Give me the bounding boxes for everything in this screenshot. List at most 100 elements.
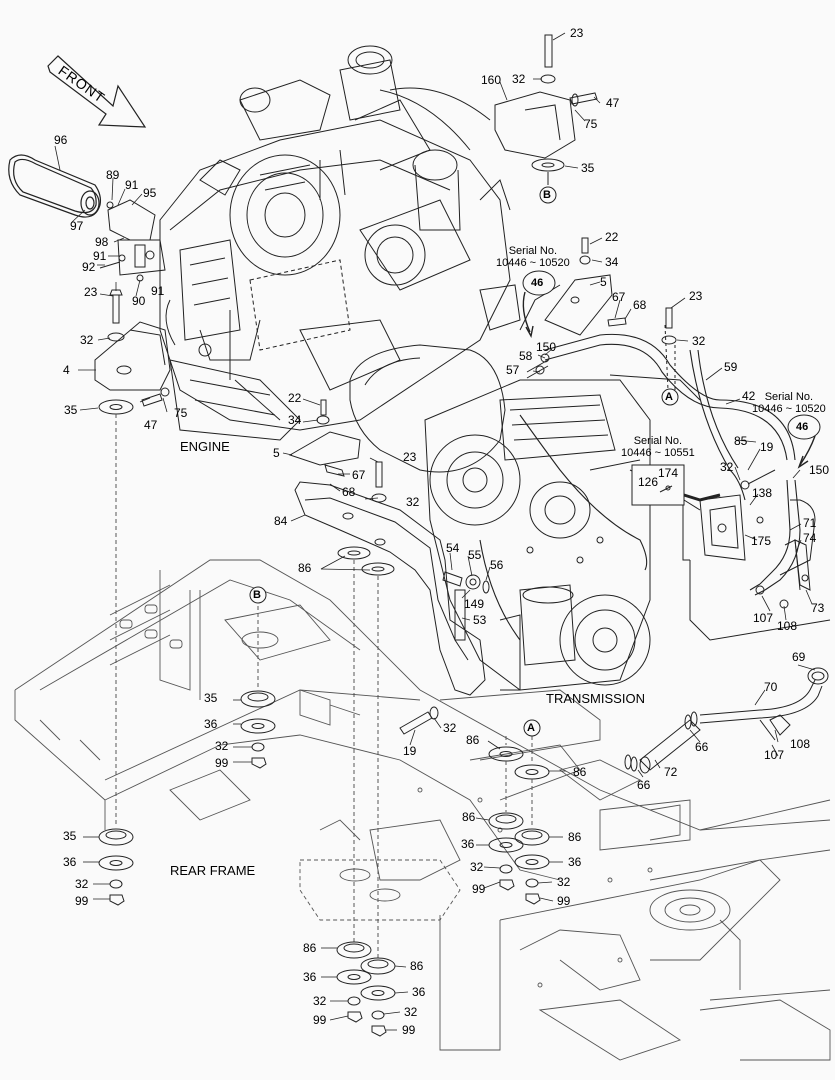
part-number: 107 bbox=[764, 748, 785, 762]
serial-note-middle: Serial No. 10446 ~ 10551 bbox=[621, 435, 695, 459]
callout-B-top: B bbox=[543, 189, 551, 201]
part-number: 86 bbox=[298, 561, 312, 575]
part-number: 22 bbox=[288, 391, 302, 405]
part-number: 57 bbox=[506, 363, 520, 377]
part-number: 99 bbox=[215, 756, 229, 770]
callout-A-frame: A bbox=[527, 722, 535, 734]
pipe-assembly-70-72 bbox=[624, 667, 829, 774]
part-number: 32 bbox=[75, 877, 89, 891]
callout-46-top: 46 bbox=[531, 277, 544, 289]
leader-lines bbox=[54, 32, 816, 1031]
part-number: 23 bbox=[570, 26, 584, 40]
part-number: 47 bbox=[606, 96, 620, 110]
part-number: 34 bbox=[288, 413, 302, 427]
part-number: 160 bbox=[481, 73, 502, 87]
belt-and-pulley bbox=[8, 154, 102, 218]
part-number: 32 bbox=[215, 739, 229, 753]
part-number: 32 bbox=[720, 460, 734, 474]
part-number: 99 bbox=[472, 882, 486, 896]
front-arrow bbox=[47, 55, 147, 128]
part-number: 32 bbox=[692, 334, 706, 348]
part-number: 47 bbox=[144, 418, 158, 432]
part-number: 70 bbox=[764, 680, 778, 694]
part-number: 69 bbox=[792, 650, 806, 664]
transmission-assembly bbox=[424, 379, 651, 691]
part-number: 108 bbox=[790, 737, 811, 751]
part-number: 36 bbox=[303, 970, 317, 984]
serial-note-right-line2: 10446 ~ 10520 bbox=[752, 403, 826, 415]
serial-note-top: Serial No. 10446 ~ 10520 bbox=[496, 245, 570, 269]
detail-box-126-174 bbox=[631, 464, 721, 511]
mount-stack-A bbox=[488, 736, 550, 905]
part-number: 36 bbox=[63, 855, 77, 869]
part-number: 32 bbox=[404, 1005, 418, 1019]
part-number: 99 bbox=[75, 894, 89, 908]
part-number: 35 bbox=[204, 691, 218, 705]
part-number: 99 bbox=[402, 1023, 416, 1037]
serial-note-right: Serial No. 10446 ~ 10520 bbox=[752, 391, 826, 415]
part-number: 99 bbox=[557, 894, 571, 908]
part-number: 90 bbox=[132, 294, 146, 308]
mount-bracket-5 bbox=[544, 237, 677, 345]
callout-B-frame: B bbox=[253, 589, 261, 601]
part-number: 19 bbox=[403, 744, 417, 758]
part-number: 23 bbox=[403, 450, 417, 464]
part-number: 32 bbox=[80, 333, 94, 347]
callout-A-hose: A bbox=[665, 391, 673, 403]
part-number: 36 bbox=[412, 985, 426, 999]
part-number: 23 bbox=[689, 289, 703, 303]
part-number: 85 bbox=[734, 434, 748, 448]
part-number: 73 bbox=[811, 601, 825, 615]
part-number: 86 bbox=[573, 765, 587, 779]
part-number: 86 bbox=[410, 959, 424, 973]
part-number: 175 bbox=[751, 534, 772, 548]
engine-label: ENGINE bbox=[180, 439, 230, 454]
part-number: 97 bbox=[70, 219, 84, 233]
part-number: 56 bbox=[490, 558, 504, 572]
part-number: 150 bbox=[536, 340, 557, 354]
part-number: 36 bbox=[204, 717, 218, 731]
mount-stack-bottom bbox=[336, 941, 396, 1037]
mount-bracket-84 bbox=[288, 399, 486, 958]
part-number: 54 bbox=[446, 541, 460, 555]
part-number: 4 bbox=[63, 363, 70, 377]
serial-note-middle-line1: Serial No. bbox=[633, 435, 682, 447]
part-number: 95 bbox=[143, 186, 157, 200]
part-number: 67 bbox=[352, 468, 366, 482]
part-number: 36 bbox=[568, 855, 582, 869]
part-number: 86 bbox=[466, 733, 480, 747]
part-number: 19 bbox=[760, 440, 774, 454]
part-number: 66 bbox=[695, 740, 709, 754]
part-number: 68 bbox=[342, 485, 356, 499]
part-number: 99 bbox=[313, 1013, 327, 1027]
part-number: 108 bbox=[777, 619, 798, 633]
part-number: 149 bbox=[464, 597, 485, 611]
part-number: 32 bbox=[557, 875, 571, 889]
part-number: 107 bbox=[753, 611, 774, 625]
part-number: 32 bbox=[470, 860, 484, 874]
part-number: 34 bbox=[605, 255, 619, 269]
part-number: 75 bbox=[584, 117, 598, 131]
part-number: 55 bbox=[468, 548, 482, 562]
part-number: 67 bbox=[612, 290, 626, 304]
part-number: 74 bbox=[803, 531, 817, 545]
part-number: 35 bbox=[581, 161, 595, 175]
part-number: 96 bbox=[54, 133, 68, 147]
part-number: 86 bbox=[303, 941, 317, 955]
part-number: 68 bbox=[633, 298, 647, 312]
part-number: 92 bbox=[82, 260, 96, 274]
part-number: 32 bbox=[443, 721, 457, 735]
part-number: 91 bbox=[125, 178, 139, 192]
part-number: 89 bbox=[106, 168, 120, 182]
part-number: 71 bbox=[803, 516, 817, 530]
transmission-label: TRANSMISSION bbox=[546, 691, 645, 706]
part-number: 35 bbox=[63, 829, 77, 843]
part-number: 22 bbox=[605, 230, 619, 244]
part-number: 66 bbox=[637, 778, 651, 792]
serial-note-top-line2: 10446 ~ 10520 bbox=[496, 257, 570, 269]
part-number: 32 bbox=[313, 994, 327, 1008]
alternator-bracket bbox=[99, 199, 166, 282]
part-number: 84 bbox=[274, 514, 288, 528]
part-number: 58 bbox=[519, 349, 533, 363]
